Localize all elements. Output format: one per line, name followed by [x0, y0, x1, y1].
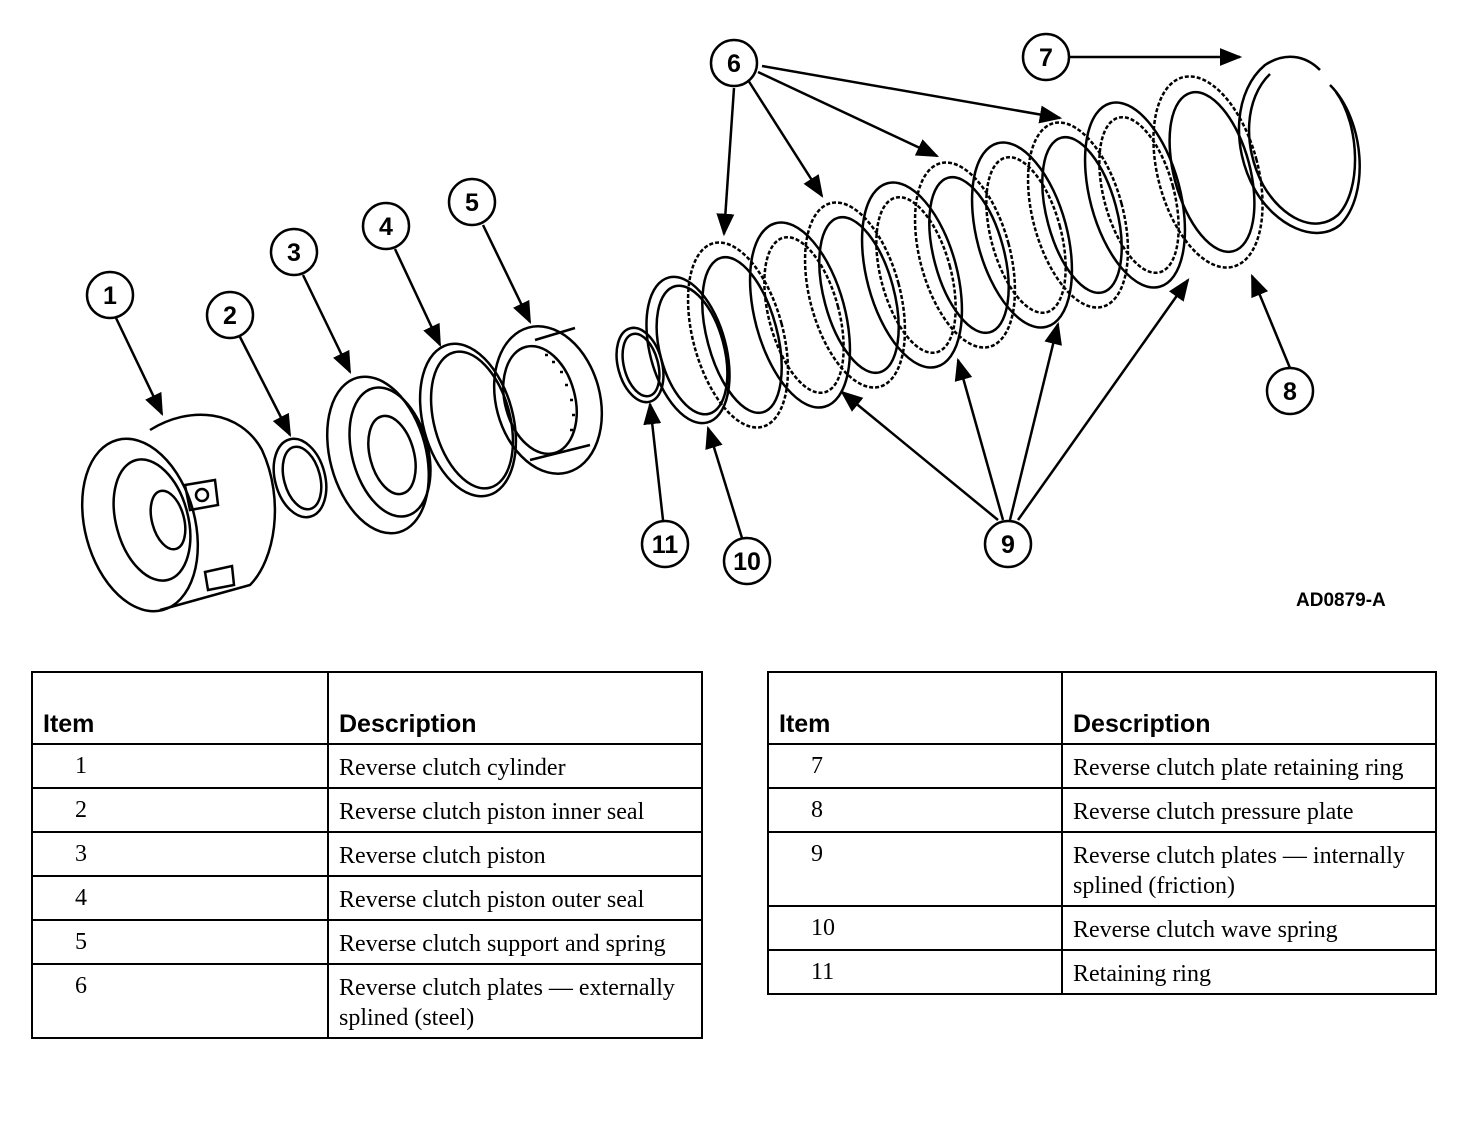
callout-9: 9	[1001, 531, 1015, 559]
callout-circle-11	[640, 519, 690, 569]
exploded-view-diagram: 1 2 3 4 5 6 7 8 9 10 11	[80, 32, 1361, 613]
item-description: Reverse clutch plates — externally splin…	[327, 963, 703, 1039]
header-description: Description	[327, 671, 703, 745]
callout-10: 10	[733, 548, 761, 576]
item-number: 10	[767, 905, 1063, 951]
part-piston	[325, 375, 432, 535]
item-number: 1	[31, 743, 329, 789]
clutch-plate-stack	[686, 101, 1187, 429]
callout-circle-8	[1265, 366, 1315, 416]
part-outer-seal	[418, 342, 518, 498]
item-description: Reverse clutch wave spring	[1061, 905, 1437, 951]
callout-circle-10	[722, 536, 772, 586]
item-description: Reverse clutch pressure plate	[1061, 787, 1437, 833]
item-description: Reverse clutch piston inner seal	[327, 787, 703, 833]
header-item: Item	[767, 671, 1063, 745]
callout-2: 2	[223, 302, 237, 330]
item-number: 11	[767, 949, 1063, 995]
part-inner-seal	[272, 437, 328, 519]
item-number: 4	[31, 875, 329, 921]
callout-circle-4	[361, 201, 411, 251]
item-description: Reverse clutch plate retaining ring	[1061, 743, 1437, 789]
item-number: 2	[31, 787, 329, 833]
item-description: Reverse clutch piston outer seal	[327, 875, 703, 921]
callout-11: 11	[652, 531, 679, 559]
item-number: 8	[767, 787, 1063, 833]
header-item: Item	[31, 671, 329, 745]
item-description: Reverse clutch piston	[327, 831, 703, 877]
item-description: Retaining ring	[1061, 949, 1437, 995]
callout-3: 3	[287, 239, 301, 267]
callout-7: 7	[1039, 44, 1053, 72]
item-number: 7	[767, 743, 1063, 789]
item-number: 6	[31, 963, 329, 1039]
table-header-row: Item Description	[767, 671, 1437, 745]
callout-circle-7	[1021, 32, 1071, 82]
figure-id: AD0879-A	[1296, 590, 1386, 611]
part-support-spring	[492, 325, 604, 475]
callout-5: 5	[465, 189, 479, 217]
callout-circle-3	[269, 227, 319, 277]
item-number: 9	[767, 831, 1063, 907]
item-number: 3	[31, 831, 329, 877]
part-cylinder	[80, 413, 277, 613]
header-description: Description	[1061, 671, 1437, 745]
part-plate-retaining-ring	[1237, 55, 1361, 235]
callout-circle-1	[85, 270, 135, 320]
part-pressure-plate	[1152, 75, 1264, 269]
table-header-row: Item Description	[31, 671, 703, 745]
callout-4: 4	[379, 213, 393, 241]
callout-circle-5	[447, 177, 497, 227]
callout-circle-9	[983, 519, 1033, 569]
item-description: Reverse clutch plates — internally splin…	[1061, 831, 1437, 907]
callout-circle-6	[709, 38, 759, 88]
item-description: Reverse clutch support and spring	[327, 919, 703, 965]
callout-1: 1	[103, 282, 117, 310]
item-number: 5	[31, 919, 329, 965]
callout-8: 8	[1283, 378, 1297, 406]
part-wave-spring	[645, 275, 731, 425]
callout-6: 6	[727, 50, 741, 78]
item-description: Reverse clutch cylinder	[327, 743, 703, 789]
callout-circle-2	[205, 290, 255, 340]
